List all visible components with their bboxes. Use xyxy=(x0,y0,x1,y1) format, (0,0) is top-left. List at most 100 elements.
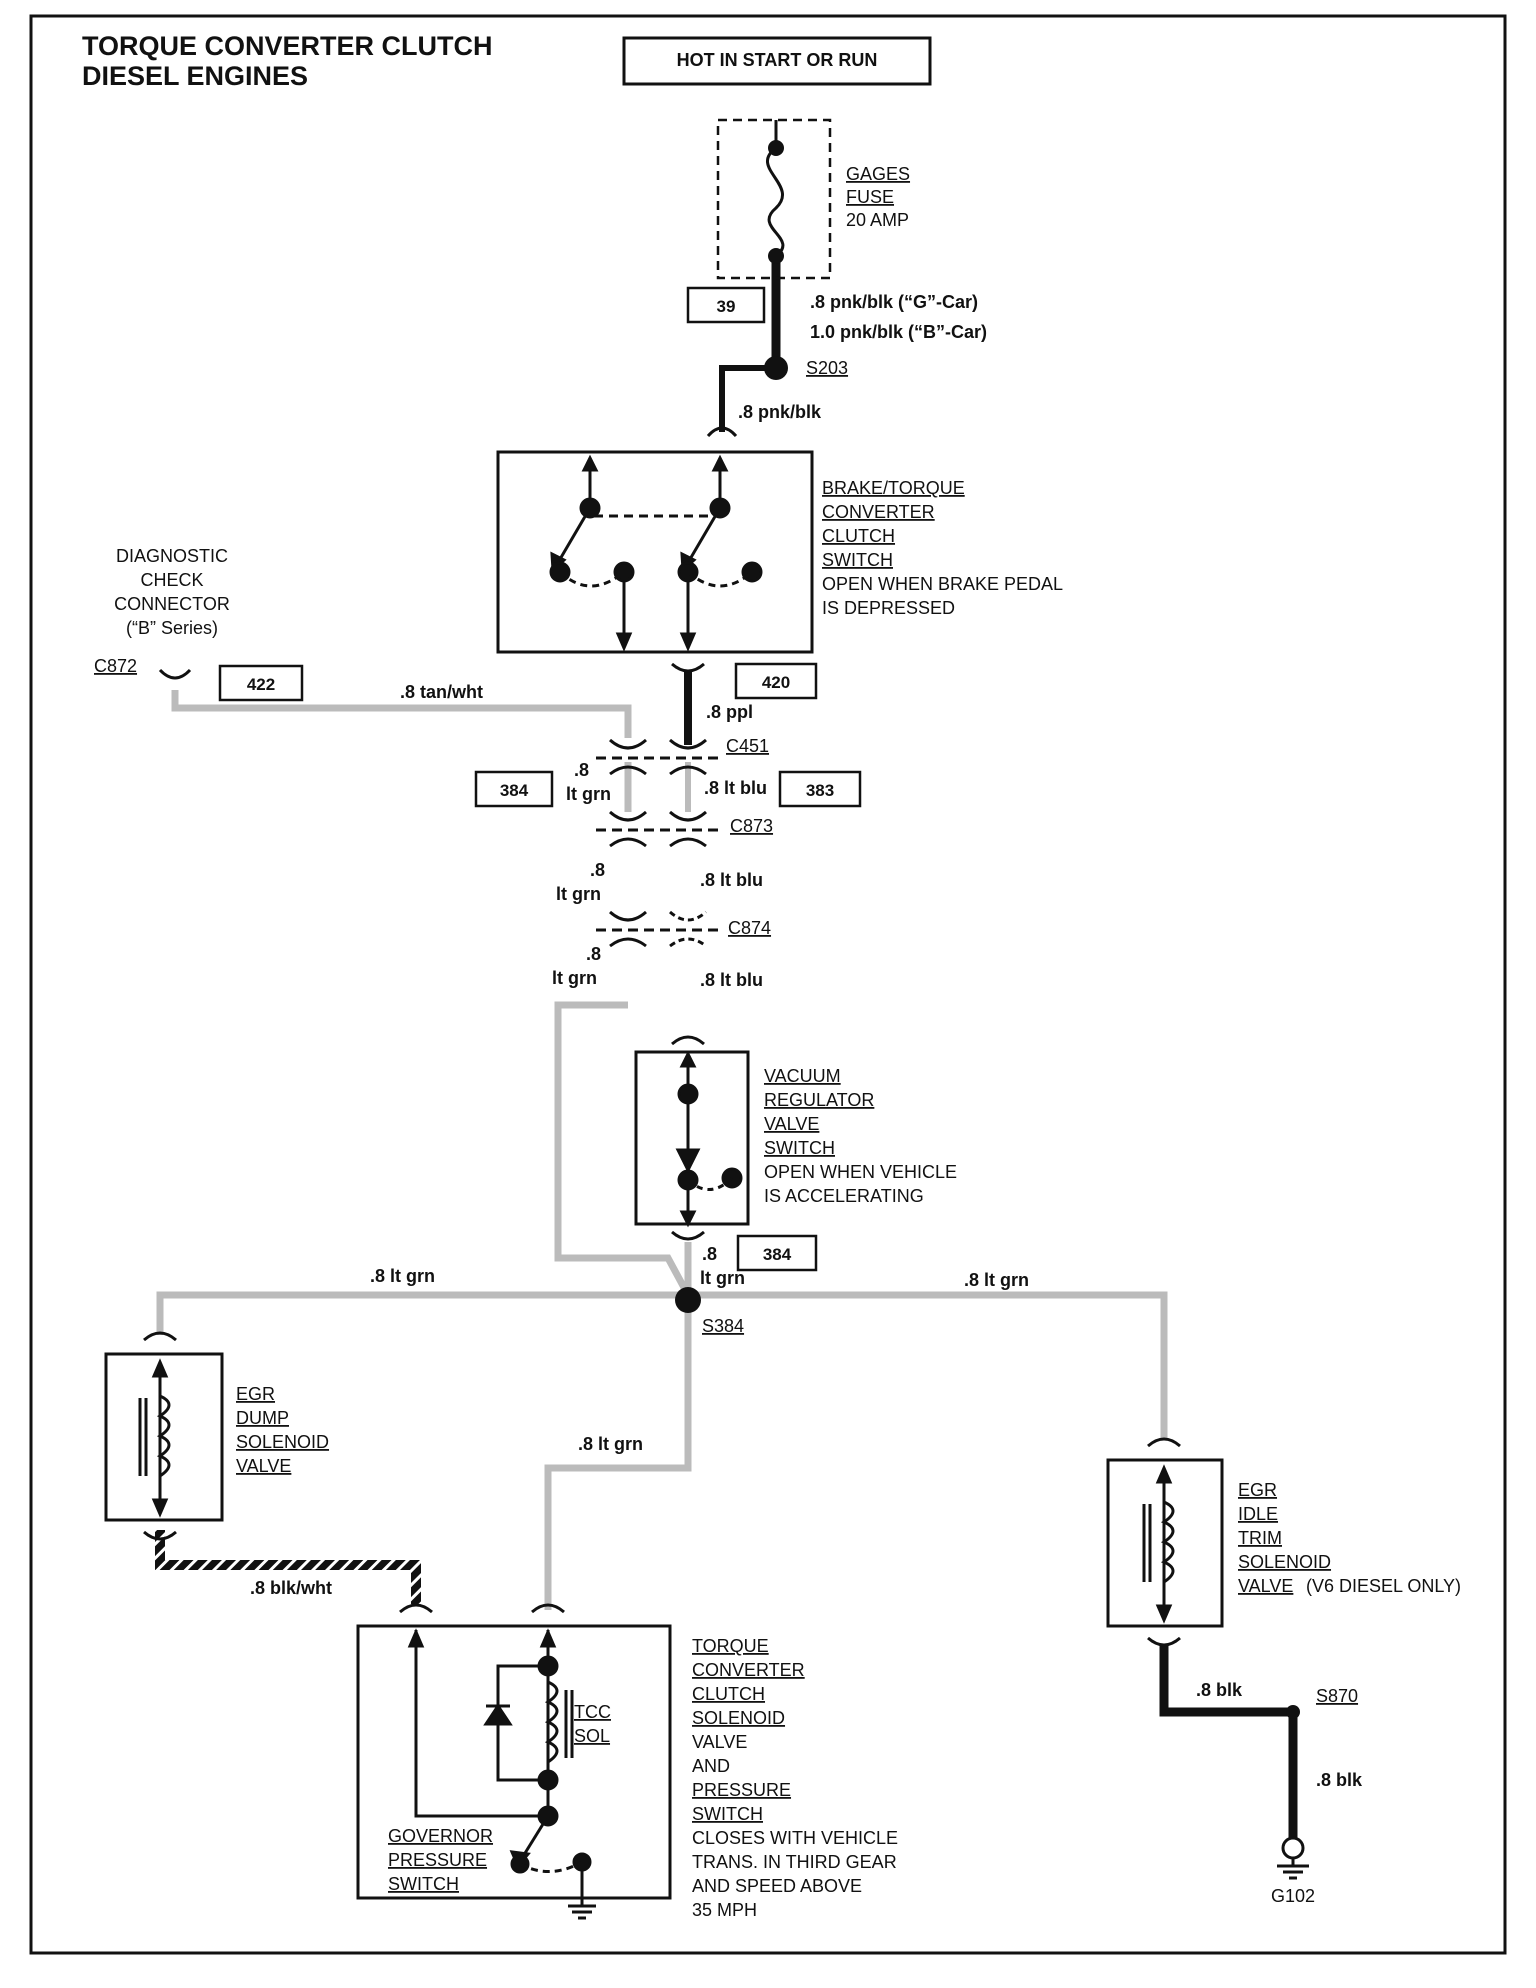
tcc-label-4: SOLENOID xyxy=(692,1708,785,1728)
wire-label-lt-grn-dot-3: .8 xyxy=(586,944,601,964)
wire-label-lt-grn-dot-2: .8 xyxy=(590,860,605,880)
vacuum-switch-contacts-icon xyxy=(675,1050,743,1228)
wire-label-tan: .8 tan/wht xyxy=(400,682,483,702)
tcc-label-5: VALVE xyxy=(692,1732,747,1752)
egr-idle-coil-icon xyxy=(1142,1464,1175,1624)
connector-egr-dump-out-icon xyxy=(143,1530,177,1541)
egr-dump-label-4: VALVE xyxy=(236,1456,291,1476)
wire-label-lt-grn-down: .8 lt grn xyxy=(578,1434,643,1454)
wire-label-lt-grn-4: lt grn xyxy=(700,1268,745,1288)
circuit-384-box-upper xyxy=(474,770,554,808)
egr-idle-label-1: EGR xyxy=(1238,1480,1277,1500)
connector-brake-in-icon xyxy=(706,426,738,438)
egr-idle-label-3: TRIM xyxy=(1238,1528,1282,1548)
vacuum-label-3: VALVE xyxy=(764,1114,819,1134)
splice-s870-label: S870 xyxy=(1316,1686,1358,1706)
diagram-title-line2: DIESEL ENGINES xyxy=(82,61,308,91)
tcc-label-1: TORQUE xyxy=(692,1636,769,1656)
egr-idle-label-4: SOLENOID xyxy=(1238,1552,1331,1572)
fuse-label-2: FUSE xyxy=(846,187,894,207)
egr-dump-coil-icon xyxy=(138,1358,171,1518)
splice-s870 xyxy=(1286,1705,1300,1719)
vacuum-label-5: OPEN WHEN VEHICLE xyxy=(764,1162,957,1182)
wire-lt-grn-bypass xyxy=(554,1001,692,1297)
connector-c874-icon xyxy=(596,910,720,948)
connector-c873-label: C873 xyxy=(730,816,773,836)
tcc-label-3: CLUTCH xyxy=(692,1684,765,1704)
circuit-420-box xyxy=(734,662,818,700)
circuit-383-label: 383 xyxy=(806,781,834,800)
diag-label-4: (“B” Series) xyxy=(126,618,218,638)
circuit-422-label: 422 xyxy=(247,675,275,694)
wire-label-lt-grn-left: .8 lt grn xyxy=(370,1266,435,1286)
fuse-label-3: 20 AMP xyxy=(846,210,909,230)
circuit-384-box-lower xyxy=(736,1234,818,1272)
wire-label-pnk-g: .8 pnk/blk (“G”-Car) xyxy=(810,292,978,312)
vacuum-label-1: VACUUM xyxy=(764,1066,841,1086)
diagram-frame xyxy=(29,14,1507,1955)
wire-blk-wht xyxy=(155,1530,421,1604)
connector-brake-out-icon xyxy=(671,662,705,673)
tcc-label-8: SWITCH xyxy=(692,1804,763,1824)
splice-s203-label: S203 xyxy=(806,358,848,378)
diag-label-1: DIAGNOSTIC xyxy=(116,546,228,566)
circuit-39-box xyxy=(686,286,766,324)
circuit-383-box xyxy=(778,770,862,808)
vacuum-label-6: IS ACCELERATING xyxy=(764,1186,924,1206)
connector-c872-label: C872 xyxy=(94,656,137,676)
wire-lt-grn-tcc xyxy=(544,1298,692,1610)
governor-label-3: SWITCH xyxy=(388,1874,459,1894)
wire-label-lt-grn-2: lt grn xyxy=(556,884,601,904)
wire-label-lt-grn-3: lt grn xyxy=(552,968,597,988)
egr-dump-label-1: EGR xyxy=(236,1384,275,1404)
splice-s384-label: S384 xyxy=(702,1316,744,1336)
brake-switch-label-2: CONVERTER xyxy=(822,502,935,522)
tcc-label-6: AND xyxy=(692,1756,730,1776)
egr-idle-label-5: VALVE xyxy=(1238,1576,1293,1596)
vacuum-label-4: SWITCH xyxy=(764,1138,835,1158)
circuit-384-label-upper: 384 xyxy=(500,781,529,800)
vacuum-label-2: REGULATOR xyxy=(764,1090,874,1110)
connector-c451-label: C451 xyxy=(726,736,769,756)
brake-switch-box xyxy=(496,450,814,654)
egr-dump-box xyxy=(104,1352,224,1522)
tcc-label-11: AND SPEED ABOVE xyxy=(692,1876,862,1896)
egr-idle-label-5b: (V6 DIESEL ONLY) xyxy=(1306,1576,1461,1596)
wire-blk-ground xyxy=(1159,1645,1298,1838)
fuse-element-icon xyxy=(766,146,785,258)
wire-label-lt-grn-dot-4: .8 xyxy=(702,1244,717,1264)
power-source-box xyxy=(622,36,932,86)
connector-tcc-a-icon xyxy=(399,1603,433,1614)
wire-label-lt-blu-2: .8 lt blu xyxy=(700,870,763,890)
tcc-label-2: CONVERTER xyxy=(692,1660,805,1680)
connector-vacuum-in-icon xyxy=(671,1035,705,1046)
brake-switch-label-4: SWITCH xyxy=(822,550,893,570)
wire-label-blk-2: .8 blk xyxy=(1316,1770,1363,1790)
wire-label-blk-1: .8 blk xyxy=(1196,1680,1243,1700)
connector-egr-idle-in-icon xyxy=(1147,1437,1181,1448)
wire-label-ppl: .8 ppl xyxy=(706,702,753,722)
ground-g102-icon xyxy=(1277,1836,1309,1880)
egr-idle-box xyxy=(1106,1458,1224,1628)
tcc-label-10: TRANS. IN THIRD GEAR xyxy=(692,1852,897,1872)
wire-label-blk-wht: .8 blk/wht xyxy=(250,1578,332,1598)
tcc-sol-label-2: SOL xyxy=(574,1726,610,1746)
tcc-box xyxy=(356,1624,672,1900)
splice-s384 xyxy=(675,1287,701,1313)
connector-c874-label: C874 xyxy=(728,918,771,938)
circuit-420-label: 420 xyxy=(762,673,790,692)
wire-label-pnk: .8 pnk/blk xyxy=(738,402,822,422)
diagram-title-line1: TORQUE CONVERTER CLUTCH xyxy=(82,31,493,61)
brake-switch-label-3: CLUTCH xyxy=(822,526,895,546)
diag-label-3: CONNECTOR xyxy=(114,594,230,614)
governor-label-2: PRESSURE xyxy=(388,1850,487,1870)
wire-pnk-blk-switch xyxy=(719,365,776,432)
wire-label-lt-grn-dot-1: .8 xyxy=(574,760,589,780)
connector-egr-idle-out-icon xyxy=(1147,1636,1181,1647)
splice-s203 xyxy=(764,356,788,380)
power-source-label: HOT IN START OR RUN xyxy=(677,50,878,70)
circuit-39-label: 39 xyxy=(717,297,736,316)
tcc-solenoid-circuit-icon xyxy=(407,1628,596,1920)
diag-label-2: CHECK xyxy=(140,570,203,590)
